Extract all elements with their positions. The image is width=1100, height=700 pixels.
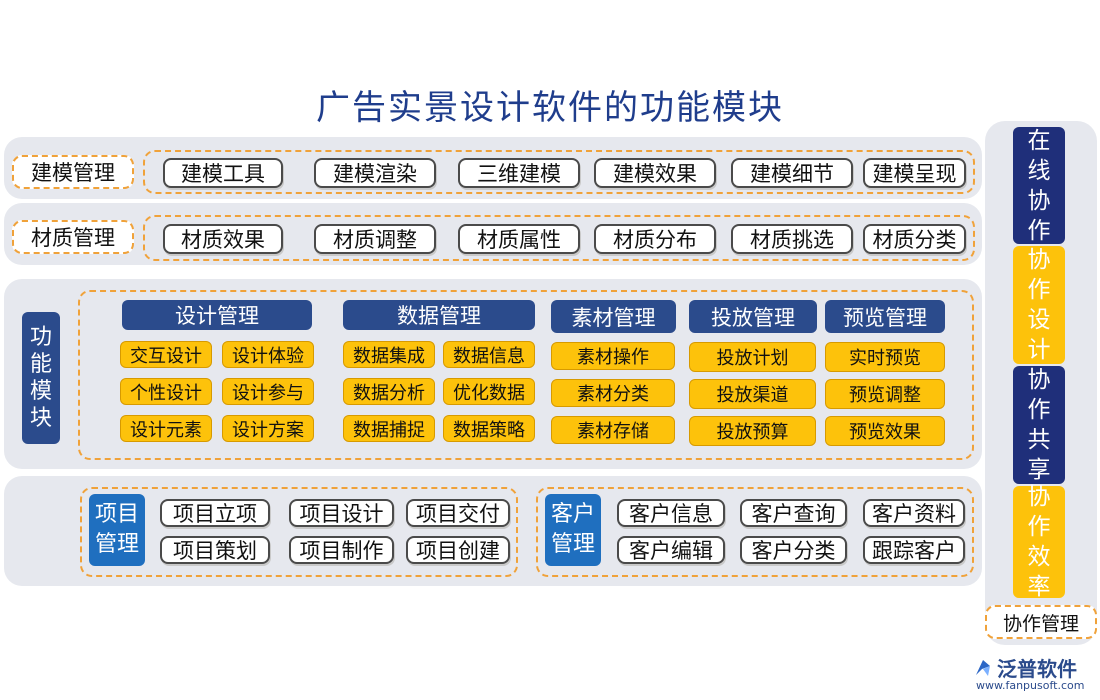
collab-label: 协作管理 — [985, 605, 1097, 639]
project-box — [80, 487, 518, 577]
preview-item: 实时预览 — [825, 342, 945, 372]
delivery-item: 投放计划 — [689, 342, 816, 372]
material-item: 材质分类 — [863, 224, 966, 254]
brand-logo: 泛普软件 www.fanpusoft.com — [972, 653, 1097, 695]
design-item: 交互设计 — [120, 341, 212, 368]
modeling-item: 建模呈现 — [863, 158, 966, 188]
design-item: 设计方案 — [222, 415, 314, 442]
preview-header: 预览管理 — [825, 300, 945, 333]
project-item: 项目交付 — [406, 499, 510, 527]
data-item: 数据捕捉 — [343, 415, 435, 442]
project-label: 项目 管理 — [89, 494, 145, 566]
design-item: 设计参与 — [222, 378, 314, 405]
material-item: 材质效果 — [163, 224, 283, 254]
collab-block-design: 协 作 设 计 — [1013, 246, 1065, 364]
collab-block-online: 在 线 协 作 — [1013, 127, 1065, 244]
modeling-item: 三维建模 — [458, 158, 580, 188]
delivery-item: 投放渠道 — [689, 379, 816, 409]
page-title: 广告实景设计软件的功能模块 — [316, 88, 784, 128]
customer-item: 客户资料 — [863, 499, 965, 527]
assets-item: 素材操作 — [551, 342, 675, 370]
modeling-label: 建模管理 — [12, 155, 134, 189]
function-items-box — [78, 290, 974, 460]
brand-name: 泛普软件 — [997, 657, 1077, 681]
data-item: 数据集成 — [343, 341, 435, 368]
customer-item: 跟踪客户 — [863, 536, 965, 564]
project-item: 项目创建 — [406, 536, 510, 564]
design-item: 设计元素 — [120, 415, 212, 442]
material-item: 材质挑选 — [731, 224, 853, 254]
material-label: 材质管理 — [12, 220, 134, 254]
collab-block-share: 协 作 共 享 — [1013, 366, 1065, 484]
collab-block-efficiency: 协 作 效 率 — [1013, 484, 1065, 600]
brand-mark-icon — [976, 660, 990, 676]
customer-label: 客户 管理 — [545, 494, 601, 566]
customer-box — [536, 487, 974, 577]
customer-item: 客户编辑 — [617, 536, 725, 564]
preview-item: 预览调整 — [825, 379, 945, 409]
modeling-item: 建模效果 — [594, 158, 716, 188]
data-header: 数据管理 — [343, 300, 535, 330]
design-header: 设计管理 — [122, 300, 312, 330]
design-item: 个性设计 — [120, 378, 212, 405]
modeling-item: 建模渲染 — [314, 158, 436, 188]
preview-item: 预览效果 — [825, 416, 945, 446]
modeling-items-box — [143, 150, 975, 194]
assets-item: 素材存储 — [551, 416, 675, 444]
delivery-header: 投放管理 — [689, 300, 817, 333]
data-item: 数据信息 — [443, 341, 535, 368]
modeling-item: 建模细节 — [731, 158, 853, 188]
brand-url: www.fanpusoft.com — [976, 679, 1085, 692]
function-label: 功 能 模 块 — [22, 312, 60, 444]
project-item: 项目设计 — [289, 499, 394, 527]
material-items-box — [143, 215, 975, 261]
customer-item: 客户分类 — [740, 536, 847, 564]
delivery-item: 投放预算 — [689, 416, 816, 446]
modeling-item: 建模工具 — [163, 158, 283, 188]
customer-item: 客户查询 — [740, 499, 847, 527]
assets-item: 素材分类 — [551, 379, 675, 407]
material-item: 材质调整 — [314, 224, 436, 254]
project-item: 项目制作 — [289, 536, 394, 564]
data-item: 数据策略 — [443, 415, 535, 442]
project-item: 项目立项 — [160, 499, 270, 527]
material-item: 材质属性 — [458, 224, 580, 254]
design-item: 设计体验 — [222, 341, 314, 368]
bottom-band — [4, 476, 982, 586]
project-item: 项目策划 — [160, 536, 270, 564]
customer-item: 客户信息 — [617, 499, 725, 527]
assets-header: 素材管理 — [551, 300, 676, 333]
material-item: 材质分布 — [594, 224, 716, 254]
data-item: 优化数据 — [443, 378, 535, 405]
data-item: 数据分析 — [343, 378, 435, 405]
